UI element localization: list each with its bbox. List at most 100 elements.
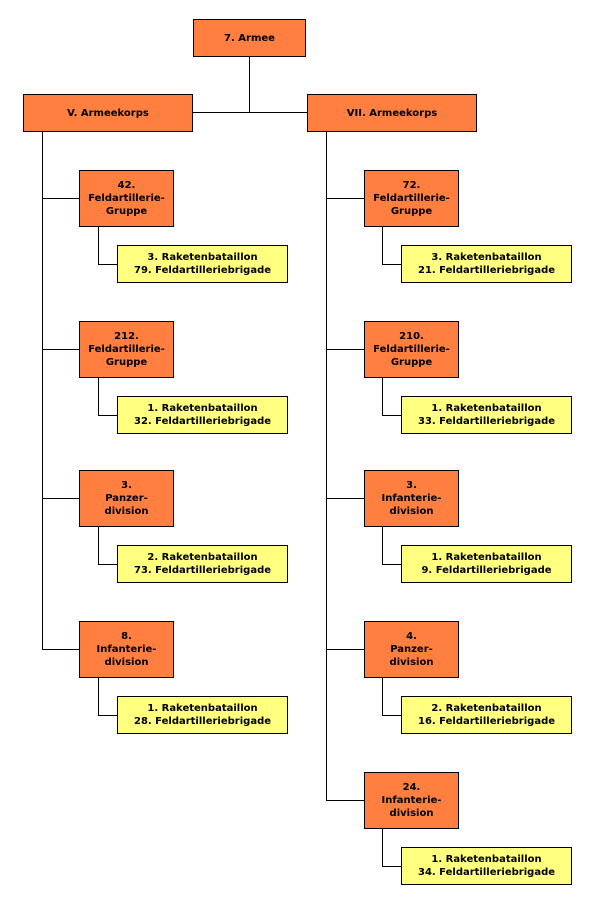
corps-box: V. Armeekorps	[23, 94, 193, 132]
group-label-line: Feldartillerie-	[373, 193, 450, 204]
unit-box: 1. Raketenbataillon 32. Feldartilleriebri…	[117, 396, 288, 434]
group-branch-line	[42, 498, 79, 499]
unit-box: 1. Raketenbataillon 33. Feldartilleriebri…	[401, 396, 572, 434]
unit-connector-horizontal	[382, 264, 401, 265]
group-branch-line	[326, 198, 364, 199]
unit-connector-vertical	[382, 829, 383, 867]
unit-label-line: 16. Feldartilleriebrigade	[417, 716, 556, 727]
group-label-line: 42.	[117, 180, 136, 191]
unit-connector-vertical	[382, 678, 383, 716]
group-branch-line	[326, 649, 364, 650]
group-box: 210. Feldartillerie- Gruppe	[364, 321, 459, 378]
group-box: 72.Feldartillerie-Gruppe	[364, 170, 459, 227]
group-label-line: 210.	[399, 331, 424, 342]
group-box: 4. Panzer-division	[364, 621, 459, 678]
group-branch-line	[42, 198, 79, 199]
unit-label-line: 1. Raketenbataillon	[431, 854, 542, 865]
unit-label-line: 32. Feldartilleriebrigade	[133, 416, 272, 427]
unit-box: 2. Raketenbataillon 16. Feldartilleriebri…	[401, 696, 572, 734]
corps-connector-horizontal	[192, 112, 307, 113]
group-label-line: 3.	[121, 480, 132, 491]
unit-box: 1. Raketenbataillon 28. Feldartilleriebri…	[117, 696, 288, 734]
group-label-line: Panzer-	[105, 493, 148, 504]
unit-connector-vertical	[382, 378, 383, 416]
group-branch-line	[326, 800, 364, 801]
unit-label-line: 3. Raketenbataillon	[431, 252, 542, 263]
unit-label-line: 1. Raketenbataillon	[147, 703, 258, 714]
group-label-line: Infanterie-	[381, 493, 442, 504]
group-box: 42. Feldartillerie- Gruppe	[79, 170, 174, 227]
group-label-line: division	[389, 506, 434, 517]
army-label: 7. Armee	[224, 32, 275, 44]
group-label-line: Panzer-	[390, 644, 433, 655]
corps-label: V. Armeekorps	[67, 107, 149, 119]
unit-connector-vertical	[382, 527, 383, 565]
group-label-line: division	[389, 657, 434, 668]
unit-connector-vertical	[382, 227, 383, 265]
group-label-line: Infanterie-	[96, 644, 157, 655]
unit-connector-vertical	[98, 378, 99, 416]
group-label-line: 212.	[114, 331, 139, 342]
unit-label-line: 33. Feldartilleriebrigade	[417, 416, 556, 427]
group-label-line: Gruppe	[390, 357, 433, 368]
unit-box: 1. Raketenbataillon 34. Feldartilleriebri…	[401, 847, 572, 885]
group-label-line: 3.	[406, 480, 417, 491]
group-label-line: division	[104, 506, 149, 517]
corps-trunk-line	[42, 132, 43, 650]
group-label-line: division	[104, 657, 149, 668]
unit-connector-vertical	[98, 678, 99, 716]
unit-label-line: 3. Raketenbataillon	[147, 252, 258, 263]
unit-connector-horizontal	[98, 564, 117, 565]
group-branch-line	[42, 349, 79, 350]
group-box: 24. Infanterie-division	[364, 772, 459, 829]
corps-trunk-line	[326, 132, 327, 801]
group-label-line: Feldartillerie-	[373, 344, 450, 355]
unit-box: 2. Raketenbataillon 73. Feldartilleriebri…	[117, 545, 288, 583]
army-box: 7. Armee	[193, 19, 306, 57]
group-label-line: Feldartillerie-	[88, 344, 165, 355]
unit-connector-horizontal	[98, 715, 117, 716]
unit-label-line: 1. Raketenbataillon	[431, 552, 542, 563]
group-box: 3. Infanterie-division	[364, 470, 459, 527]
group-branch-line	[42, 649, 79, 650]
unit-label-line: 73. Feldartilleriebrigade	[133, 565, 272, 576]
unit-label-line: 2. Raketenbataillon	[431, 703, 542, 714]
unit-connector-horizontal	[98, 415, 117, 416]
group-label-line: Feldartillerie-	[88, 193, 165, 204]
unit-connector-horizontal	[382, 715, 401, 716]
group-branch-line	[326, 498, 364, 499]
unit-label-line: 1. Raketenbataillon	[431, 403, 542, 414]
group-label-line: 24.	[402, 782, 421, 793]
corps-label: VII. Armeekorps	[346, 107, 438, 119]
unit-label-line: 34. Feldartilleriebrigade	[417, 867, 556, 878]
unit-label-line: 1. Raketenbataillon	[147, 403, 258, 414]
group-label-line: Gruppe	[105, 206, 148, 217]
unit-label-line: 2. Raketenbataillon	[147, 552, 258, 563]
group-label-line: division	[389, 808, 434, 819]
unit-connector-vertical	[98, 527, 99, 565]
unit-box: 1. Raketenbataillon 9. Feldartilleriebrig…	[401, 545, 572, 583]
group-label-line: 4.	[406, 631, 417, 642]
group-label-line: Infanterie-	[381, 795, 442, 806]
unit-connector-horizontal	[382, 564, 401, 565]
group-box: 8. Infanterie-division	[79, 621, 174, 678]
unit-connector-vertical	[98, 227, 99, 265]
group-label-line: Gruppe	[105, 357, 148, 368]
group-label-line: 8.	[121, 631, 132, 642]
unit-label-line: 21. Feldartilleriebrigade	[417, 265, 556, 276]
unit-box: 3. Raketenbataillon 79. Feldartilleriebri…	[117, 245, 288, 283]
unit-label-line: 28. Feldartilleriebrigade	[133, 716, 272, 727]
group-branch-line	[326, 349, 364, 350]
unit-connector-horizontal	[382, 866, 401, 867]
corps-box: VII. Armeekorps	[307, 94, 477, 132]
unit-label-line: 9. Feldartilleriebrigade	[421, 565, 552, 576]
unit-box: 3. Raketenbataillon 21. Feldartilleriebri…	[401, 245, 572, 283]
army-connector-vertical	[249, 56, 250, 113]
group-box: 3. Panzer-division	[79, 470, 174, 527]
unit-connector-horizontal	[382, 415, 401, 416]
unit-label-line: 79. Feldartilleriebrigade	[133, 265, 272, 276]
unit-connector-horizontal	[98, 264, 117, 265]
group-label-line: Gruppe	[390, 206, 433, 217]
group-box: 212. Feldartillerie- Gruppe	[79, 321, 174, 378]
